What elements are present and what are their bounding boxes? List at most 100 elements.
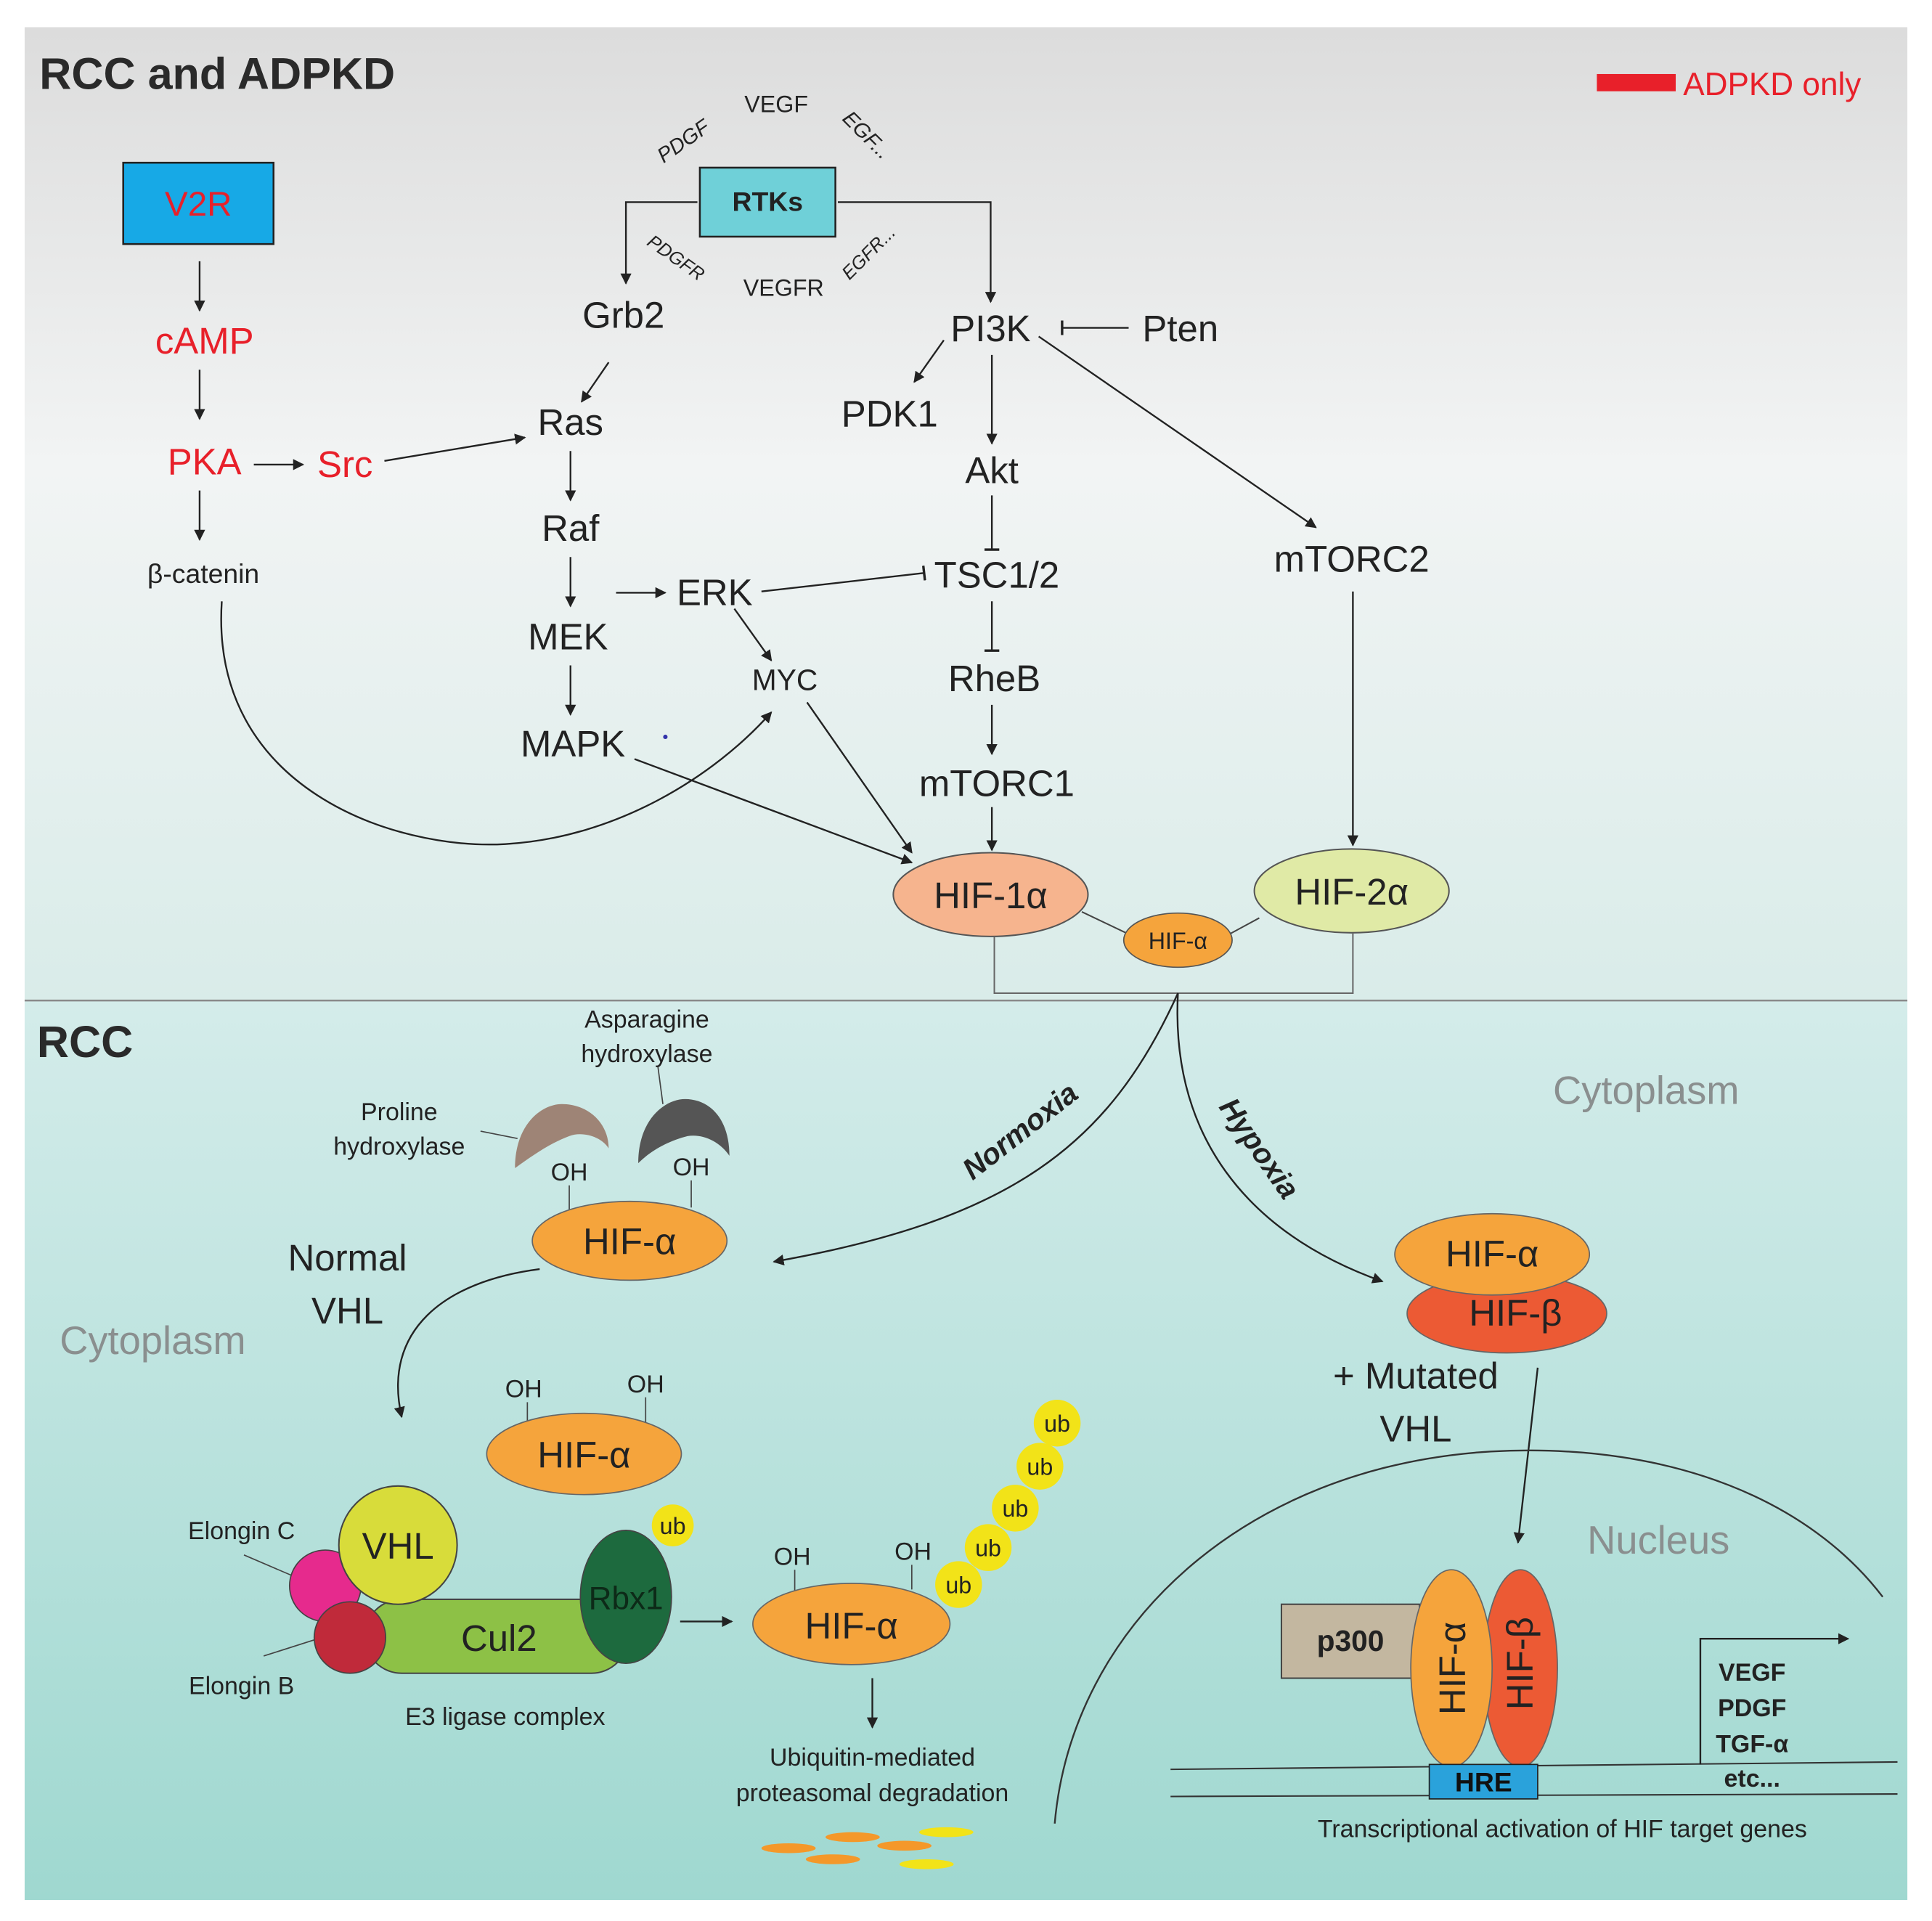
mutated-vhl-label-line2: VHL <box>1379 1408 1451 1450</box>
ub-chain-label-1: ub <box>945 1572 971 1598</box>
adpkd-legend-label: ADPKD only <box>1683 67 1861 102</box>
akt-label: Akt <box>965 449 1019 491</box>
rbx1-label: Rbx1 <box>589 1581 664 1617</box>
myc-label: MYC <box>752 663 818 696</box>
transcription-start-arrow <box>1699 1633 1850 1765</box>
target-gene-pdgf: PDGF <box>1718 1694 1786 1722</box>
hif2a-ellipse <box>1253 848 1450 934</box>
stray-dot <box>663 734 668 740</box>
hif-beta-nuclear-label: HIF-β <box>1499 1617 1541 1710</box>
degraded-fragments <box>761 1827 974 1869</box>
oh-label-3b: OH <box>894 1538 932 1566</box>
hif2a-label: HIF-2α <box>1295 871 1409 913</box>
elongin-c-label: Elongin C <box>188 1517 295 1545</box>
normal-vhl-label-line2: VHL <box>311 1290 383 1331</box>
hif-alpha-hydroxylated-label: HIF-α <box>583 1221 676 1263</box>
mtorc2-label: mTORC2 <box>1274 539 1430 580</box>
mapk-label: MAPK <box>521 723 625 764</box>
mek-label: MEK <box>528 616 608 657</box>
mutated-vhl-label-line1: + Mutated <box>1333 1355 1499 1397</box>
asparagine-hydroxylase-shape <box>638 1098 730 1164</box>
top-arrows <box>194 201 1359 865</box>
raf-label: Raf <box>542 507 600 549</box>
adpkd-legend-swatch <box>1597 73 1676 91</box>
vhl-shape <box>338 1485 458 1605</box>
elongin-b-label: Elongin B <box>189 1673 294 1700</box>
hif-alpha-ubiquitinated-ellipse <box>752 1583 951 1665</box>
hif-beta-dimer-label: HIF-β <box>1469 1292 1562 1334</box>
beta-catenin-label: β-catenin <box>147 558 259 589</box>
hre-label: HRE <box>1455 1767 1512 1798</box>
ub-chain-label-3: ub <box>1002 1496 1028 1522</box>
ub-chain-label-5: ub <box>1044 1411 1070 1437</box>
ub-single-shape <box>651 1504 694 1546</box>
e3-complex-label: E3 ligase complex <box>405 1703 605 1731</box>
ub-chain-3 <box>992 1485 1039 1532</box>
proline-hydroxylase-label-line2: hydroxylase <box>333 1133 465 1160</box>
pten-label: Pten <box>1142 308 1218 349</box>
hif1a-hifalpha-link <box>1081 911 1134 937</box>
elongin-b-shape <box>313 1601 387 1674</box>
vhl-binding-arrow <box>394 1268 540 1419</box>
nucleus-label: Nucleus <box>1587 1518 1729 1562</box>
proline-hydroxylase-shape <box>515 1104 609 1168</box>
transcription-caption: Transcriptional activation of HIF target… <box>1318 1815 1807 1843</box>
nuclear-envelope <box>1053 1449 1884 1824</box>
rbx1-shape <box>579 1530 672 1665</box>
v2r-box <box>122 161 275 245</box>
target-gene-etc: etc... <box>1724 1765 1780 1792</box>
hif-alpha-dimer-label: HIF-α <box>1446 1233 1538 1275</box>
hif1a-label: HIF-1α <box>934 875 1048 916</box>
bottom-panel-background <box>24 1000 1908 1901</box>
tsc-label: TSC1/2 <box>934 555 1060 596</box>
grb2-label: Grb2 <box>582 295 664 336</box>
v2r-label: V2R <box>165 185 232 224</box>
proline-hydroxylase-label-line1: Proline <box>361 1098 438 1126</box>
vhl-label: VHL <box>362 1525 434 1567</box>
ub-chain-1 <box>935 1561 982 1608</box>
hif-alpha-dimer-ellipse <box>1394 1212 1591 1296</box>
hif-connector-bracket <box>993 932 1354 994</box>
oh-label-2b: OH <box>627 1371 664 1398</box>
hif-alpha-ubiquitinated-label: HIF-α <box>804 1605 897 1647</box>
hif-alpha-small-ellipse <box>1122 912 1233 968</box>
pi3k-label: PI3K <box>950 308 1030 349</box>
hif-alpha-vhl-bound-label: HIF-α <box>537 1434 630 1475</box>
erk-label: ERK <box>677 571 753 613</box>
ub-single-label: ub <box>660 1513 686 1539</box>
p300-label: p300 <box>1317 1624 1385 1657</box>
ub-chain <box>935 1400 1081 1608</box>
cytoplasm-right-label: Cytoplasm <box>1553 1069 1739 1113</box>
ub-chain-label-2: ub <box>975 1535 1001 1562</box>
elongin-leaders <box>243 1554 319 1657</box>
hif-alpha-hydroxylated-ellipse <box>531 1200 728 1281</box>
ligand-vegf-label: VEGF <box>744 91 808 118</box>
pka-label: PKA <box>168 441 242 483</box>
asparagine-hydroxylase-label-line1: Asparagine <box>584 1006 709 1033</box>
bottom-panel-title: RCC <box>37 1017 133 1066</box>
ub-chain-5 <box>1033 1400 1081 1447</box>
oh-label-3a: OH <box>774 1543 811 1570</box>
ub-chain-4 <box>1016 1443 1064 1490</box>
normal-vhl-label-line1: Normal <box>288 1237 407 1278</box>
mtorc1-label: mTORC1 <box>919 762 1075 804</box>
rtks-label: RTKs <box>733 186 803 216</box>
oh-bonds-1 <box>568 1180 692 1210</box>
oxygen-branch-arrows <box>773 992 1384 1284</box>
src-label: Src <box>317 444 372 485</box>
asparagine-hydroxylase-label-line2: hydroxylase <box>581 1040 712 1068</box>
oh-label-1b: OH <box>673 1154 710 1181</box>
target-gene-vegf: VEGF <box>1719 1659 1785 1687</box>
hif2a-hifalpha-link <box>1229 917 1260 935</box>
hre-box <box>1428 1763 1538 1800</box>
hydroxylase-leaders <box>480 1066 664 1140</box>
pdk1-label: PDK1 <box>841 393 938 434</box>
rtks-box <box>698 166 836 238</box>
ub-chain-2 <box>964 1524 1012 1571</box>
cul2-label: Cul2 <box>461 1618 537 1659</box>
ub-chain-label-4: ub <box>1027 1454 1053 1480</box>
rheb-label: RheB <box>948 658 1040 699</box>
cytoplasm-left-label: Cytoplasm <box>60 1318 245 1363</box>
receptor-vegfr-label: VEGFR <box>743 274 824 301</box>
